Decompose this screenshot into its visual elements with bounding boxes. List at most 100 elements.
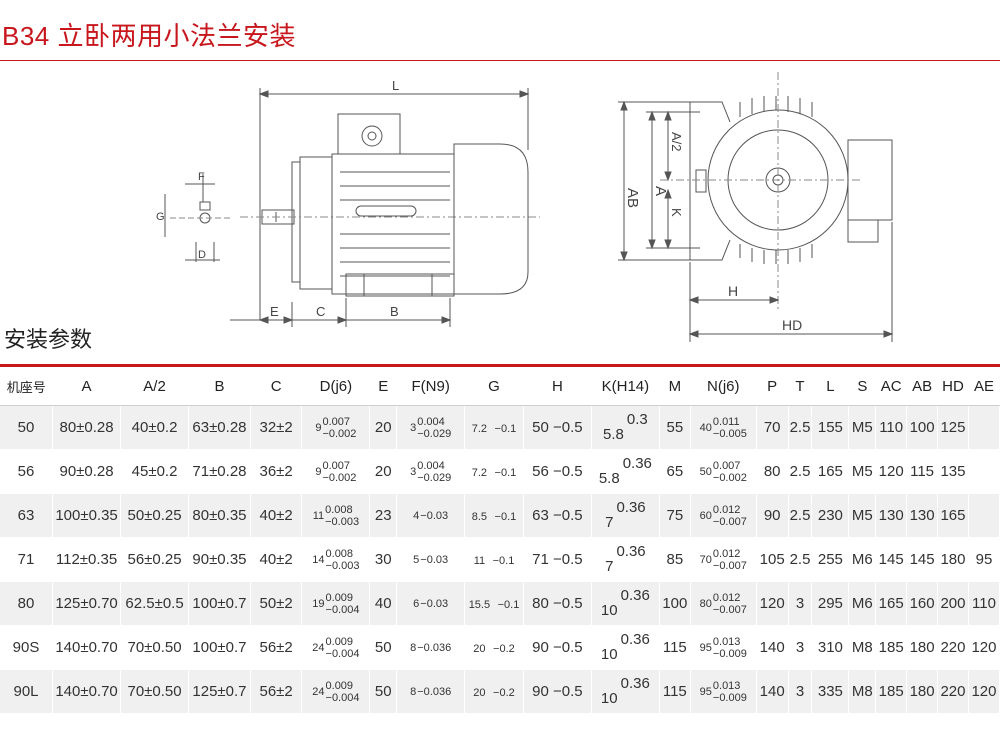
cell-AC: 130 bbox=[875, 493, 908, 538]
tolerance-range: 0.012−0.007 bbox=[713, 548, 747, 572]
g-tolerance: −0.1 bbox=[492, 555, 515, 567]
cell-E: 40 bbox=[369, 581, 398, 626]
cell-M: 65 bbox=[659, 449, 691, 494]
cell-T: 2.5 bbox=[788, 449, 813, 494]
tolerance-upper: 0.009 bbox=[325, 679, 354, 692]
cell-AE bbox=[968, 449, 1000, 494]
cell-AE bbox=[968, 405, 1000, 450]
cell-AC: 185 bbox=[875, 669, 908, 714]
cell-K: 70.36 bbox=[591, 537, 660, 582]
cell-K: 100.36 bbox=[591, 625, 660, 670]
tolerance-range: −0.03 bbox=[420, 510, 448, 522]
tolerance-lower: −0.003 bbox=[325, 559, 360, 572]
cell-AC: 185 bbox=[875, 625, 908, 670]
tolerance-lower: −0.009 bbox=[712, 691, 747, 704]
column-header: C bbox=[250, 367, 302, 406]
cell-AC: 145 bbox=[875, 537, 908, 582]
cell-T: 3 bbox=[788, 625, 813, 670]
table-top-rule bbox=[0, 364, 1000, 367]
cell-AE: 120 bbox=[968, 669, 1000, 714]
cell-A2: 45±0.2 bbox=[120, 449, 190, 494]
tolerance-lower: −0.007 bbox=[712, 559, 747, 572]
column-header: N(j6) bbox=[690, 367, 757, 406]
cell-AB: 160 bbox=[906, 581, 939, 626]
cell-AB: 180 bbox=[906, 625, 939, 670]
tolerance-range: 0.012−0.007 bbox=[713, 504, 747, 528]
tolerance-range: 0.012−0.007 bbox=[713, 592, 747, 616]
cell-B: 125±0.7 bbox=[188, 669, 251, 714]
tolerance-upper: 0.007 bbox=[322, 415, 350, 428]
cell-AC: 110 bbox=[875, 405, 908, 450]
column-header: L bbox=[811, 367, 849, 406]
cell-B: 80±0.35 bbox=[188, 493, 251, 538]
dim-label-L: L bbox=[392, 78, 399, 93]
cell-M: 115 bbox=[659, 625, 691, 670]
dim-label-G: G bbox=[156, 211, 165, 223]
cell-S: M8 bbox=[848, 669, 877, 714]
cell-P: 70 bbox=[756, 405, 789, 450]
cell-B: 90±0.35 bbox=[188, 537, 251, 582]
cell-C: 56±2 bbox=[250, 669, 303, 714]
tolerance-base: 95 bbox=[699, 641, 712, 654]
cell-P: 140 bbox=[756, 669, 789, 714]
dim-label-A: A bbox=[652, 186, 669, 196]
cell-HD: 165 bbox=[937, 493, 969, 538]
g-tolerance: −0.1 bbox=[497, 599, 520, 611]
cell-M: 55 bbox=[659, 405, 691, 450]
title-divider bbox=[0, 60, 1000, 61]
tolerance-base: 9 bbox=[315, 465, 322, 478]
cell-L: 255 bbox=[811, 537, 850, 582]
cell-H: 80 −0.5 bbox=[523, 581, 592, 626]
k-tolerance: 0.36 bbox=[620, 631, 650, 648]
tolerance-lower: −0.036 bbox=[417, 686, 452, 699]
tolerance-upper: 0.008 bbox=[325, 503, 353, 516]
column-header: T bbox=[788, 367, 812, 406]
k-base: 10 bbox=[600, 602, 618, 619]
cell-F-value: 6−0.03 bbox=[413, 595, 448, 612]
cell-A: 140±0.70 bbox=[52, 669, 122, 714]
dim-label-C: C bbox=[316, 304, 325, 319]
dim-label-D: D bbox=[198, 249, 206, 261]
column-header: AB bbox=[906, 367, 938, 406]
cell-A: 125±0.70 bbox=[52, 581, 122, 626]
k-tolerance: 0.36 bbox=[616, 499, 646, 516]
cell-frame: 56 bbox=[0, 449, 54, 494]
g-base: 11 bbox=[473, 555, 486, 567]
cell-H: 90 −0.5 bbox=[523, 625, 592, 670]
cell-B: 63±0.28 bbox=[188, 405, 251, 450]
cell-E: 20 bbox=[369, 449, 398, 494]
cell-S: M5 bbox=[848, 405, 877, 450]
dim-label-A2: A/2 bbox=[669, 132, 684, 152]
cell-H: 63 −0.5 bbox=[523, 493, 592, 538]
cell-C: 40±2 bbox=[250, 537, 303, 582]
dim-label-E: E bbox=[270, 304, 279, 319]
tolerance-base: 80 bbox=[699, 597, 712, 610]
cell-frame: 90L bbox=[0, 669, 54, 714]
tolerance-base: 70 bbox=[699, 553, 712, 566]
tolerance-range: 0.007−0.002 bbox=[322, 416, 356, 440]
cell-P: 90 bbox=[756, 493, 789, 538]
cell-T: 2.5 bbox=[788, 405, 813, 450]
column-header: AE bbox=[968, 367, 1000, 406]
tolerance-range: −0.036 bbox=[417, 686, 451, 698]
cell-E: 23 bbox=[369, 493, 398, 538]
cell-P: 140 bbox=[756, 625, 789, 670]
tolerance-range: −0.036 bbox=[417, 642, 451, 654]
tolerance-upper: 0.007 bbox=[322, 459, 350, 472]
